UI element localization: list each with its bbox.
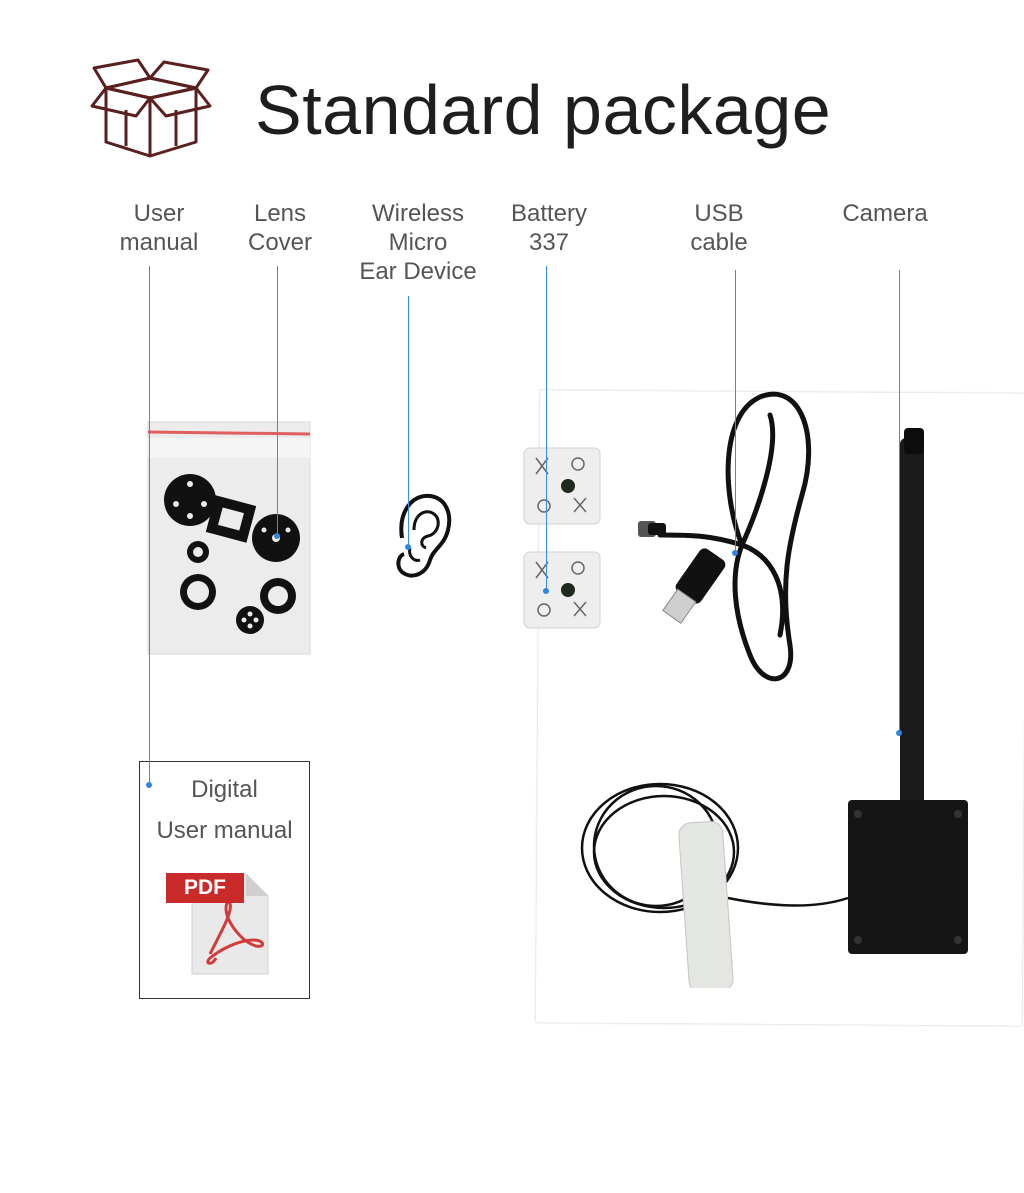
label-line: Micro	[388, 229, 448, 256]
label-camera: Camera	[820, 199, 950, 228]
label-line: manual	[119, 229, 199, 256]
leader-line-lens-cover	[277, 266, 278, 536]
box-icon	[90, 58, 214, 160]
pdf-tag: PDF	[166, 873, 244, 903]
label-line: Ear Device	[359, 258, 477, 285]
label-ear-device: Wireless Micro Ear Device	[338, 199, 498, 286]
battery-image	[522, 446, 602, 630]
leader-dot-usb-cable	[732, 550, 738, 556]
camera-image	[578, 428, 978, 994]
ear-icon	[390, 490, 454, 582]
leader-line-ear-device	[408, 296, 409, 548]
label-line: 337	[528, 229, 570, 256]
label-line: USB	[694, 200, 744, 227]
label-lens-cover: Lens Cover	[222, 199, 338, 257]
label-line: Cover	[247, 229, 313, 256]
manual-card-line1: Digital	[191, 776, 258, 803]
leader-line-user-manual	[149, 266, 150, 786]
leader-dot-ear-device	[405, 544, 411, 550]
label-line: Lens	[253, 200, 307, 227]
usb-cable-image	[630, 385, 830, 695]
label-line: cable	[690, 229, 748, 256]
label-user-manual: User manual	[96, 199, 222, 257]
label-line: Camera	[842, 200, 928, 227]
label-line: User	[133, 200, 185, 227]
leader-line-camera	[899, 270, 900, 734]
leader-dot-battery	[543, 588, 549, 594]
label-line: Battery	[510, 200, 588, 227]
lens-cover-bag-image	[146, 420, 312, 656]
leader-dot-user-manual	[146, 782, 152, 788]
page-title: Standard package	[255, 71, 832, 149]
manual-card-line2: User manual	[156, 817, 293, 844]
label-line: Wireless	[371, 200, 464, 227]
leader-line-usb-cable	[735, 270, 736, 554]
leader-dot-lens-cover	[274, 533, 280, 539]
label-battery: Battery 337	[494, 199, 604, 257]
leader-dot-camera	[896, 730, 902, 736]
leader-line-battery	[546, 266, 547, 592]
label-usb-cable: USB cable	[664, 199, 774, 257]
